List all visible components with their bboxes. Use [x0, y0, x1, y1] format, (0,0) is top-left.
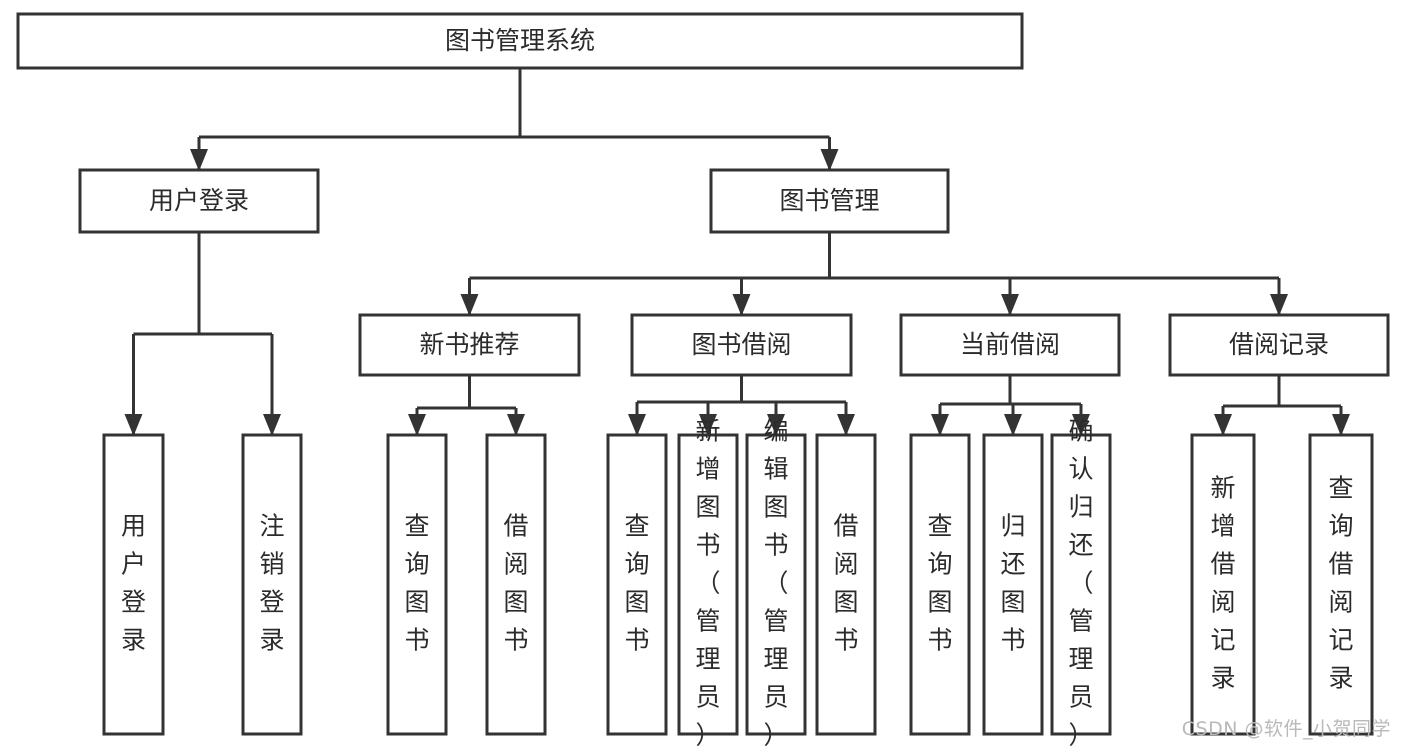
node-label: 查询图书 — [404, 512, 429, 655]
node-leaf-query-book-3[interactable]: 查询图书 — [909, 433, 971, 736]
node-rect[interactable] — [909, 433, 971, 736]
node-label: 编辑图书（管理员） — [763, 417, 788, 747]
node-leaf-user-logout[interactable]: 注销登录 — [241, 433, 303, 736]
node-borrow-record[interactable]: 借阅记录 — [1168, 313, 1390, 377]
arrow-head-icon — [820, 149, 839, 171]
node-label: 归还图书 — [1000, 512, 1025, 655]
node-leaf-confirm-return[interactable]: 确认归还（管理员） — [1050, 417, 1112, 747]
node-label: 图书管理 — [779, 186, 879, 215]
arrow-head-icon — [837, 414, 855, 436]
arrow-head-icon — [1072, 414, 1090, 436]
node-label: 确认归还（管理员） — [1068, 417, 1093, 747]
node-rect[interactable] — [78, 168, 320, 234]
arrow-head-icon — [1004, 414, 1022, 436]
arrow-head-icon — [263, 414, 281, 436]
node-label: 查询借阅记录 — [1328, 474, 1353, 693]
node-label: 借阅记录 — [1229, 330, 1329, 359]
arrow-head-icon — [732, 294, 751, 316]
arrow-head-icon — [1332, 414, 1350, 436]
node-rect[interactable] — [745, 433, 807, 736]
node-root[interactable]: 图书管理系统 — [16, 12, 1024, 70]
node-label: 查询图书 — [927, 512, 952, 655]
node-rect[interactable] — [358, 313, 581, 377]
node-label: 用户登录 — [121, 512, 146, 655]
node-label: 新书推荐 — [419, 330, 519, 359]
node-leaf-add-record[interactable]: 新增借阅记录 — [1190, 433, 1256, 736]
node-leaf-query-record[interactable]: 查询借阅记录 — [1308, 433, 1374, 736]
node-leaf-borrow-book-1[interactable]: 借阅图书 — [485, 433, 547, 736]
arrow-head-icon — [931, 414, 949, 436]
node-label: 借阅图书 — [833, 512, 858, 655]
node-label: 新增借阅记录 — [1210, 474, 1235, 693]
node-rect[interactable] — [386, 433, 448, 736]
node-book-manage[interactable]: 图书管理 — [709, 168, 950, 234]
arrow-head-icon — [408, 414, 426, 436]
node-new-book-recommend[interactable]: 新书推荐 — [358, 313, 581, 377]
node-user-login[interactable]: 用户登录 — [78, 168, 320, 234]
arrow-head-icon — [767, 414, 785, 436]
node-label: 当前借阅 — [960, 330, 1060, 359]
node-rect[interactable] — [982, 433, 1044, 736]
node-leaf-return-book[interactable]: 归还图书 — [982, 433, 1044, 736]
node-rect[interactable] — [16, 12, 1024, 70]
node-leaf-user-login[interactable]: 用户登录 — [102, 433, 165, 736]
node-rect[interactable] — [709, 168, 950, 234]
node-rect[interactable] — [606, 433, 668, 736]
node-label: 查询图书 — [624, 512, 649, 655]
node-label: 借阅图书 — [503, 512, 528, 655]
arrow-head-icon — [460, 294, 479, 316]
node-label: 图书管理系统 — [445, 26, 595, 55]
arrow-head-icon — [124, 414, 143, 436]
node-leaf-query-book-1[interactable]: 查询图书 — [386, 433, 448, 736]
node-rect[interactable] — [677, 433, 739, 736]
node-rect[interactable] — [899, 313, 1121, 377]
node-rect[interactable] — [1190, 433, 1256, 736]
node-rect[interactable] — [630, 313, 853, 377]
arrow-head-icon — [1001, 294, 1019, 316]
node-label: 新增图书（管理员） — [695, 417, 720, 747]
node-label: 注销登录 — [259, 512, 284, 655]
node-rect[interactable] — [1308, 433, 1374, 736]
arrow-head-icon — [1214, 414, 1232, 436]
arrow-head-icon — [1270, 294, 1288, 316]
node-leaf-borrow-book-2[interactable]: 借阅图书 — [815, 433, 877, 736]
node-rect[interactable] — [102, 433, 165, 736]
node-leaf-edit-book[interactable]: 编辑图书（管理员） — [745, 417, 807, 747]
node-layer: 图书管理系统用户登录图书管理新书推荐图书借阅当前借阅借阅记录用户登录注销登录查询… — [16, 12, 1390, 747]
arrow-head-icon — [699, 414, 717, 436]
node-current-borrow[interactable]: 当前借阅 — [899, 313, 1121, 377]
node-rect[interactable] — [1050, 433, 1112, 736]
node-book-borrow[interactable]: 图书借阅 — [630, 313, 853, 377]
connector-layer — [124, 68, 1350, 436]
node-rect[interactable] — [241, 433, 303, 736]
node-label: 图书借阅 — [691, 330, 791, 359]
node-label: 用户登录 — [149, 186, 249, 215]
node-rect[interactable] — [485, 433, 547, 736]
arrow-head-icon — [190, 149, 208, 171]
arrow-head-icon — [628, 414, 646, 436]
node-leaf-add-book[interactable]: 新增图书（管理员） — [677, 417, 739, 747]
node-leaf-query-book-2[interactable]: 查询图书 — [606, 433, 668, 736]
node-rect[interactable] — [1168, 313, 1390, 377]
arrow-head-icon — [507, 414, 525, 436]
node-rect[interactable] — [815, 433, 877, 736]
